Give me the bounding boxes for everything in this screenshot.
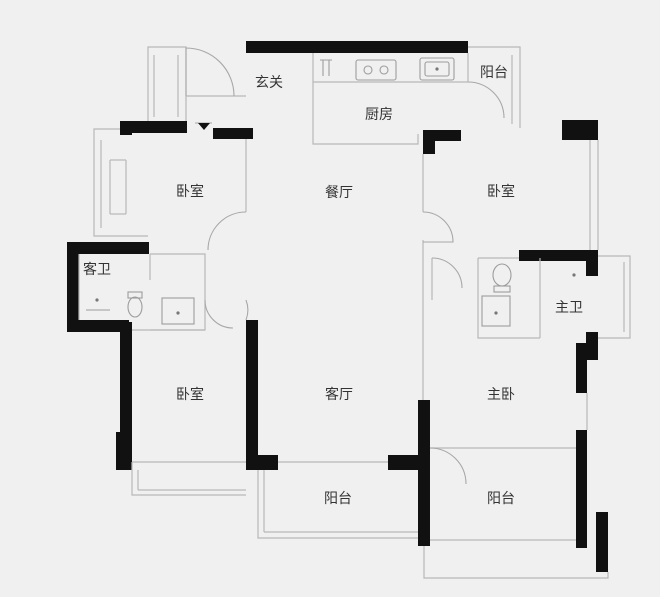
room-label-dining: 餐厅 (325, 185, 353, 201)
shower-icon (481, 295, 511, 327)
fixtures (86, 57, 576, 327)
room-label-bedroom-nw: 卧室 (176, 183, 204, 200)
shower-icon (161, 297, 195, 325)
room-label-bedroom-sw: 卧室 (176, 386, 204, 403)
door-swings (185, 47, 505, 485)
room-labels: 玄关 厨房 阳台 卧室 餐厅 卧室 客卫 主卫 卧室 客厅 主卧 阳台 阳台 (83, 65, 583, 507)
room-label-master-bedroom: 主卧 (487, 387, 515, 403)
toilet-icon (127, 291, 143, 318)
room-label-entrance: 玄关 (255, 74, 283, 91)
fridge-icon (320, 59, 332, 76)
stove-icon (355, 59, 397, 81)
room-label-master-bath: 主卫 (555, 300, 583, 316)
room-label-kitchen: 厨房 (365, 107, 393, 123)
structural-walls (67, 41, 608, 572)
floor-drain-icon (86, 298, 110, 311)
room-label-living: 客厅 (325, 386, 353, 403)
room-label-balcony-living: 阳台 (324, 491, 352, 507)
room-label-balcony-master: 阳台 (487, 491, 515, 507)
toilet-icon (492, 263, 512, 293)
room-label-balcony-kitchen: 阳台 (480, 65, 508, 81)
sink-icon (419, 57, 455, 81)
floor-drain-icon (572, 273, 576, 277)
room-label-bedroom-ne: 卧室 (487, 183, 515, 200)
partition-lines (78, 46, 631, 579)
room-label-guest-bath: 客卫 (83, 261, 111, 278)
